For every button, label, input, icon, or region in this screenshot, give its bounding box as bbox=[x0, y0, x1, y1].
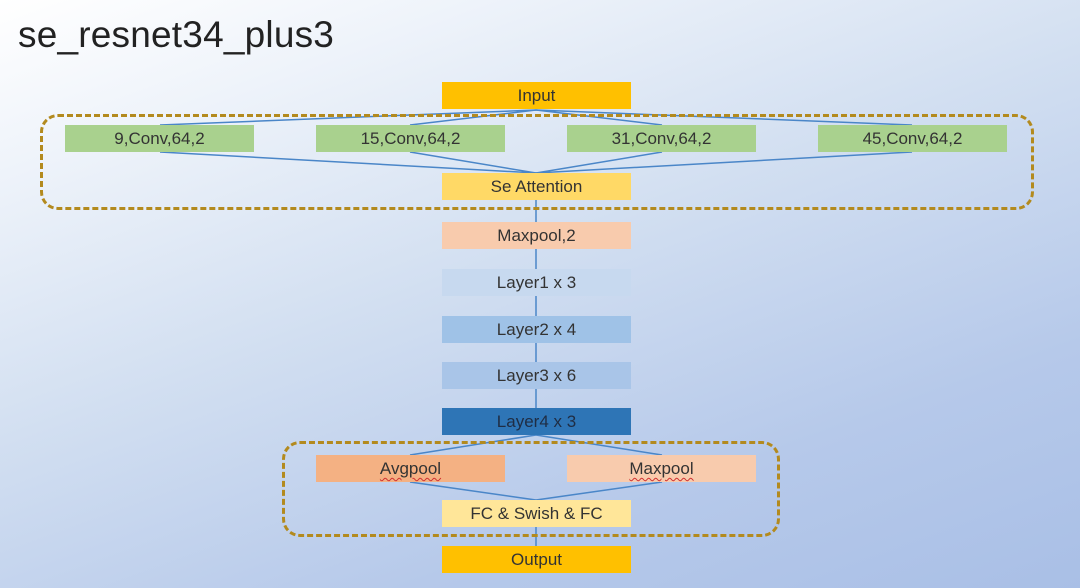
edge-input-conv4 bbox=[535, 109, 913, 126]
edge-conv4-se bbox=[535, 151, 913, 174]
layer1-node: Layer1 x 3 bbox=[442, 269, 631, 296]
head-maxpool-node: Maxpool bbox=[567, 455, 756, 482]
head-maxpool-label: Maxpool bbox=[629, 459, 694, 478]
se-attention-node: Se Attention bbox=[442, 173, 631, 200]
edge-avgpool-fc bbox=[409, 481, 537, 501]
edge-layer4-avgpool bbox=[409, 434, 537, 456]
multi-scale-conv-group bbox=[40, 114, 1034, 210]
layer3-node: Layer3 x 6 bbox=[442, 362, 631, 389]
avgpool-label: Avgpool bbox=[379, 459, 442, 478]
conv-branch-4: 45,Conv,64,2 bbox=[818, 125, 1007, 152]
edge-input-conv1 bbox=[159, 109, 537, 126]
edge-layer4-maxpool bbox=[535, 434, 663, 456]
edge-maxpool-fc bbox=[535, 481, 663, 501]
edge-conv1-se bbox=[159, 151, 537, 174]
edge-conv3-se bbox=[535, 151, 663, 174]
edge-conv2-se bbox=[409, 151, 537, 174]
input-node: Input bbox=[442, 82, 631, 109]
conv-branch-3: 31,Conv,64,2 bbox=[567, 125, 756, 152]
slide-title: se_resnet34_plus3 bbox=[18, 14, 335, 55]
conv-branch-2: 15,Conv,64,2 bbox=[316, 125, 505, 152]
conv-branch-1: 9,Conv,64,2 bbox=[65, 125, 254, 152]
edge-input-conv3 bbox=[535, 109, 663, 126]
layer2-node: Layer2 x 4 bbox=[442, 316, 631, 343]
avgpool-node: Avgpool bbox=[316, 455, 505, 482]
output-node: Output bbox=[442, 546, 631, 573]
edge-input-conv2 bbox=[409, 109, 537, 126]
stem-maxpool-node: Maxpool,2 bbox=[442, 222, 631, 249]
pooling-head-group bbox=[282, 441, 780, 537]
fc-swish-fc-node: FC & Swish & FC bbox=[442, 500, 631, 527]
layer4-node: Layer4 x 3 bbox=[442, 408, 631, 435]
